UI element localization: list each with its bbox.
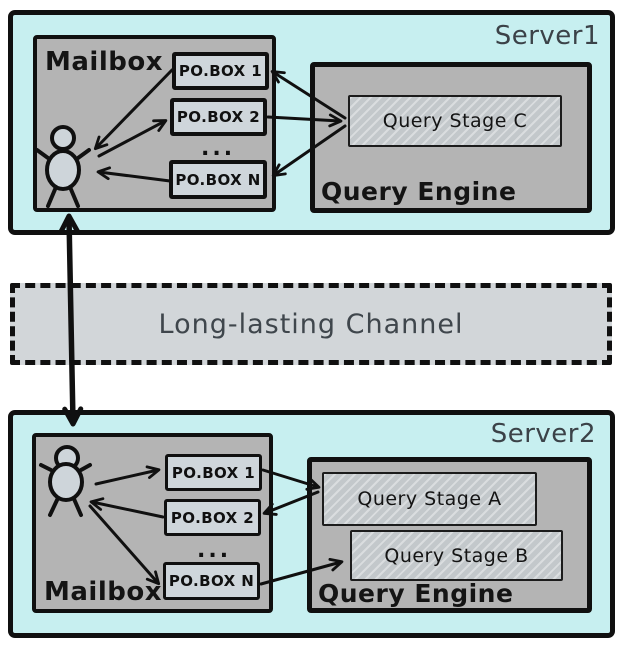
server2-pobox-ellipsis: ... [197, 538, 232, 563]
channel-box: Long-lasting Channel [10, 283, 612, 365]
server2-label: Server2 [490, 419, 596, 449]
channel-label: Long-lasting Channel [158, 308, 464, 340]
server2-pobox-1: PO.BOX 1 [165, 454, 262, 491]
server2-pobox-n: PO.BOX N [163, 562, 260, 600]
server1-mailbox-label: Mailbox [45, 47, 163, 77]
server2-query-stage-a: Query Stage A [322, 472, 537, 526]
server1-pobox-1: PO.BOX 1 [172, 52, 269, 90]
server1-pobox-n: PO.BOX N [169, 160, 267, 199]
server1-label: Server1 [494, 21, 600, 51]
server2-query-stage-b: Query Stage B [350, 530, 563, 581]
server1-pobox-ellipsis: ... [201, 136, 236, 161]
server1-query-stage-c: Query Stage C [348, 95, 562, 147]
server2-query-engine-label: Query Engine [318, 579, 514, 608]
server1-query-engine-label: Query Engine [321, 177, 517, 206]
server2-mailbox-label: Mailbox [44, 577, 162, 607]
server2-pobox-2: PO.BOX 2 [164, 499, 261, 536]
server1-pobox-2: PO.BOX 2 [170, 98, 267, 136]
